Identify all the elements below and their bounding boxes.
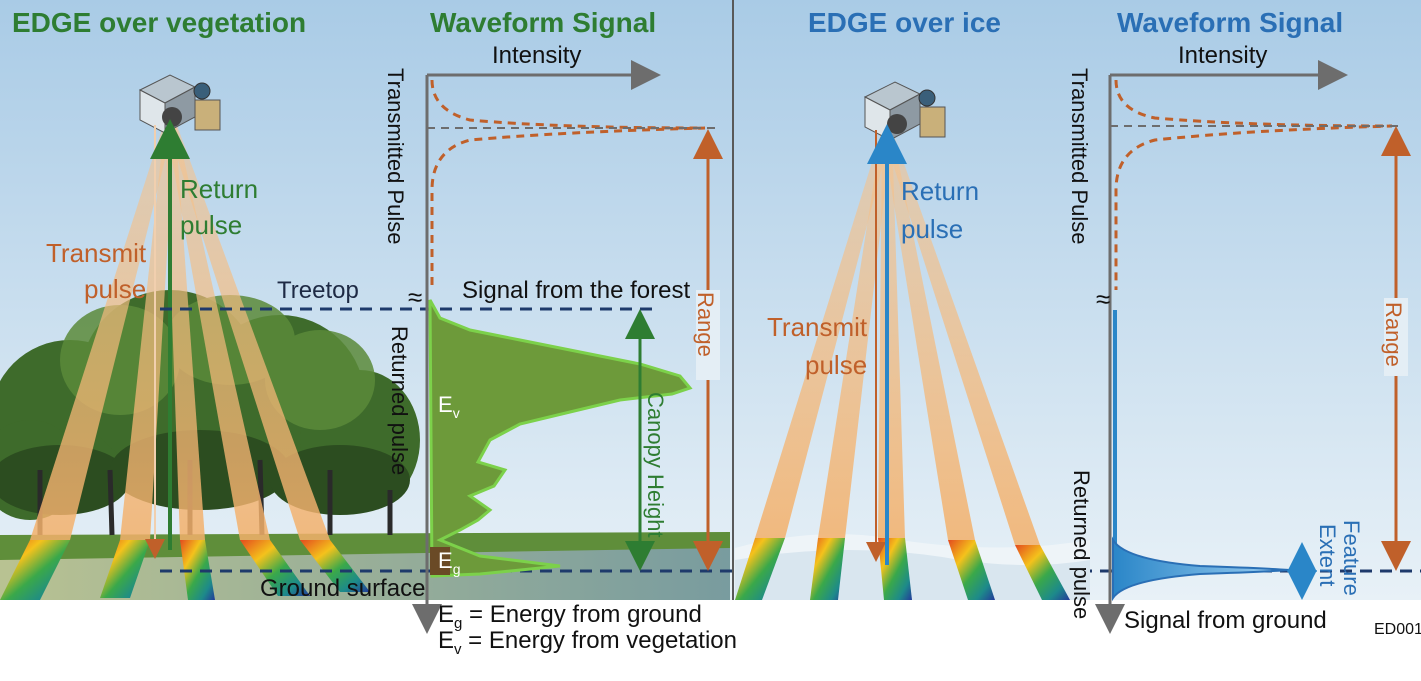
transmitted-pulse-curve-left <box>430 79 706 290</box>
transmit-pulse-label-right-1: Transmit <box>767 312 868 342</box>
return-pulse-label-right-2: pulse <box>901 214 963 244</box>
waveform-title-left: Waveform Signal <box>430 7 656 38</box>
legend-eg: Eg = Energy from ground <box>438 601 702 632</box>
transmit-pulse-label-1: Transmit <box>46 238 147 268</box>
feature-label-1: Feature <box>1339 520 1364 596</box>
returned-pulse-label-right: Returned pulse <box>1069 470 1094 619</box>
return-pulse-label-1: Return <box>180 174 258 204</box>
figure-code: ED001 <box>1374 621 1421 638</box>
canopy-height-label: Canopy Height <box>643 392 668 538</box>
intensity-label-left: Intensity <box>492 42 581 69</box>
title-edge-vegetation: EDGE over vegetation <box>12 7 306 38</box>
ground-energy-block <box>430 547 450 575</box>
ev-label: Ev <box>438 392 460 421</box>
return-pulse-label-2: pulse <box>180 210 242 240</box>
range-label-right: Range <box>1381 302 1406 367</box>
transmit-pulse-label-2: pulse <box>84 274 146 304</box>
white-footer <box>0 600 1421 676</box>
title-edge-ice: EDGE over ice <box>808 7 1001 38</box>
forest-signal-label: Signal from the forest <box>462 277 690 304</box>
eg-label: Eg <box>438 548 460 577</box>
range-label-left: Range <box>693 292 718 357</box>
legend-ev: Ev = Energy from vegetation <box>438 627 737 658</box>
ground-signal-label: Signal from ground <box>1124 607 1327 634</box>
waveform-title-right: Waveform Signal <box>1117 7 1343 38</box>
transmit-pulse-label-right-2: pulse <box>805 350 867 380</box>
transmit-beams-right <box>755 130 1040 545</box>
ground-surface-label: Ground surface <box>260 575 425 602</box>
lidar-swaths-left <box>0 540 370 600</box>
transmit-beams-left <box>30 120 330 540</box>
transmitted-pulse-label-right: Transmitted Pulse <box>1067 68 1092 244</box>
returned-pulse-label-left: Returned pulse <box>387 326 412 475</box>
intensity-label-right: Intensity <box>1178 42 1267 69</box>
transmitted-pulse-label-left: Transmitted Pulse <box>383 68 408 244</box>
axis-break-left: ≈ <box>408 282 422 312</box>
treetop-label: Treetop <box>277 277 359 304</box>
axis-break-right: ≈ <box>1096 284 1110 314</box>
return-pulse-label-right-1: Return <box>901 176 979 206</box>
feature-label-2: Extent <box>1315 524 1340 586</box>
